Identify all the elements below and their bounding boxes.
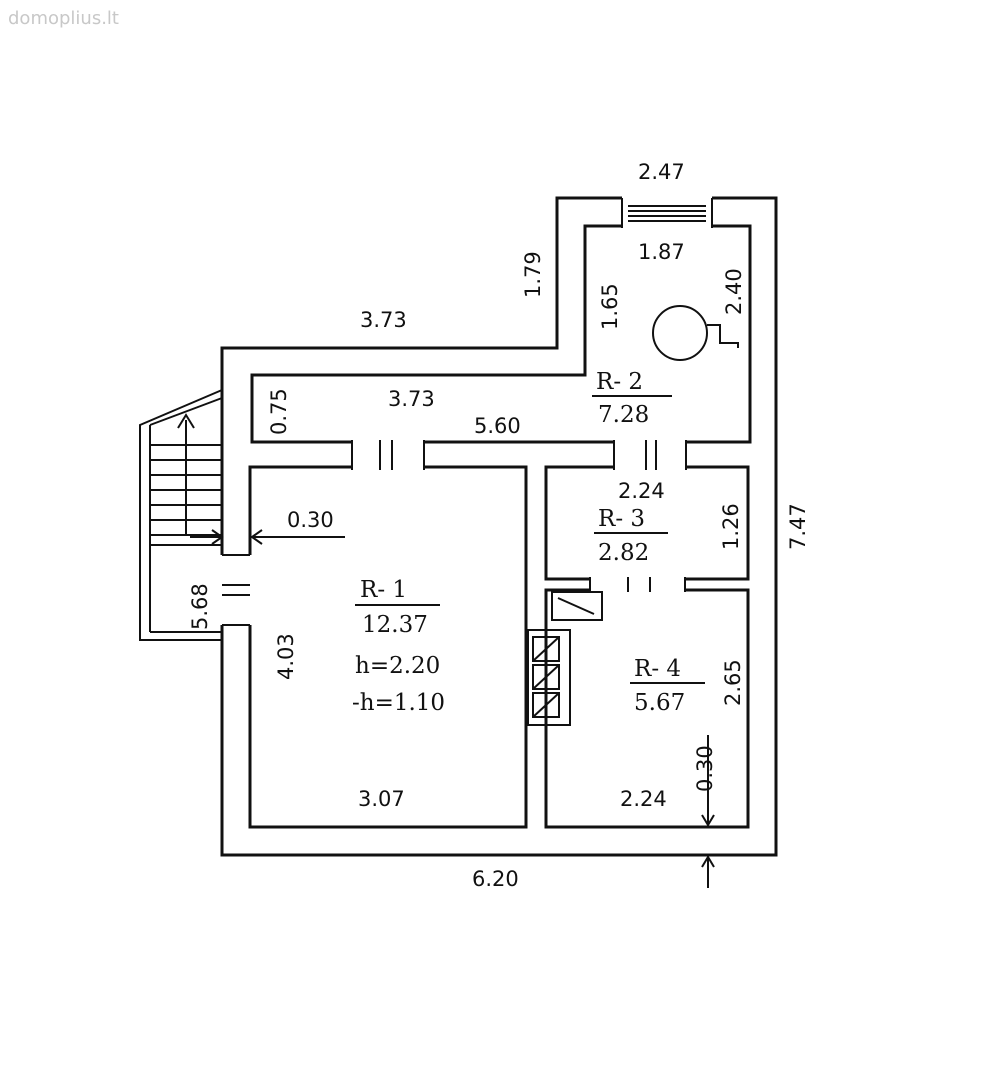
door-corridor-r3 bbox=[613, 440, 687, 470]
dim-r3-width: 2.24 bbox=[618, 479, 665, 503]
room-id: R- 3 bbox=[598, 506, 645, 532]
room-area: 5.67 bbox=[634, 690, 685, 716]
room-id: R- 2 bbox=[596, 369, 643, 395]
door-r3-r4 bbox=[589, 577, 686, 592]
room-height: h=2.20 bbox=[355, 653, 440, 679]
room-r3-outline bbox=[544, 465, 750, 581]
dim-r4-wall: 0.30 bbox=[693, 745, 717, 792]
vent-shafts bbox=[527, 591, 603, 726]
room-r1-outline bbox=[248, 465, 528, 829]
dim-corridor-total: 5.60 bbox=[474, 414, 521, 438]
dim-r4-depth: 2.65 bbox=[721, 659, 745, 706]
room-r2-outline bbox=[250, 224, 752, 444]
window bbox=[621, 195, 713, 229]
room-height-below: -h=1.10 bbox=[352, 690, 445, 716]
dim-bay-depth: 1.79 bbox=[521, 251, 545, 298]
dim-overall-width: 6.20 bbox=[472, 867, 519, 891]
wall-thickness-arrow-left bbox=[190, 529, 345, 545]
door-entrance bbox=[219, 554, 253, 626]
room-r2-label: R- 2 7.28 bbox=[592, 369, 672, 428]
room-r1-label: R- 1 12.37 h=2.20 -h=1.10 bbox=[352, 577, 445, 716]
dim-overall-depth: 7.47 bbox=[786, 503, 810, 550]
room-area: 7.28 bbox=[598, 402, 649, 428]
watermark: domoplius.lt bbox=[8, 8, 119, 29]
dim-upper-outer-width: 3.73 bbox=[360, 308, 407, 332]
wall-thickness-arrow-bottom bbox=[701, 735, 715, 888]
dim-bay-inner-width: 1.87 bbox=[638, 240, 685, 264]
dim-corridor-width: 3.73 bbox=[388, 387, 435, 411]
dim-r1-depth: 4.03 bbox=[274, 633, 298, 680]
dim-r3-depth: 1.26 bbox=[719, 503, 743, 550]
boiler-icon bbox=[652, 305, 739, 361]
room-r3-label: R- 3 2.82 bbox=[594, 506, 668, 566]
dim-bay-inner-right: 2.40 bbox=[722, 268, 746, 315]
room-id: R- 4 bbox=[634, 656, 681, 682]
dim-corridor-depth: 0.75 bbox=[267, 388, 291, 435]
door-corridor-r1 bbox=[351, 440, 425, 470]
room-id: R- 1 bbox=[360, 577, 407, 603]
room-r4-outline bbox=[544, 588, 750, 829]
room-area: 12.37 bbox=[362, 612, 428, 638]
dim-bay-inner-left: 1.65 bbox=[598, 283, 622, 330]
dim-stair-length: 5.68 bbox=[188, 583, 212, 630]
room-area: 2.82 bbox=[598, 540, 649, 566]
staircase bbox=[139, 389, 223, 641]
dim-r4-width: 2.24 bbox=[620, 787, 667, 811]
dim-wall-thickness: 0.30 bbox=[287, 508, 334, 532]
dim-r1-width: 3.07 bbox=[358, 787, 405, 811]
dim-top-bay-width: 2.47 bbox=[638, 160, 685, 184]
room-r4-label: R- 4 5.67 bbox=[630, 656, 705, 716]
